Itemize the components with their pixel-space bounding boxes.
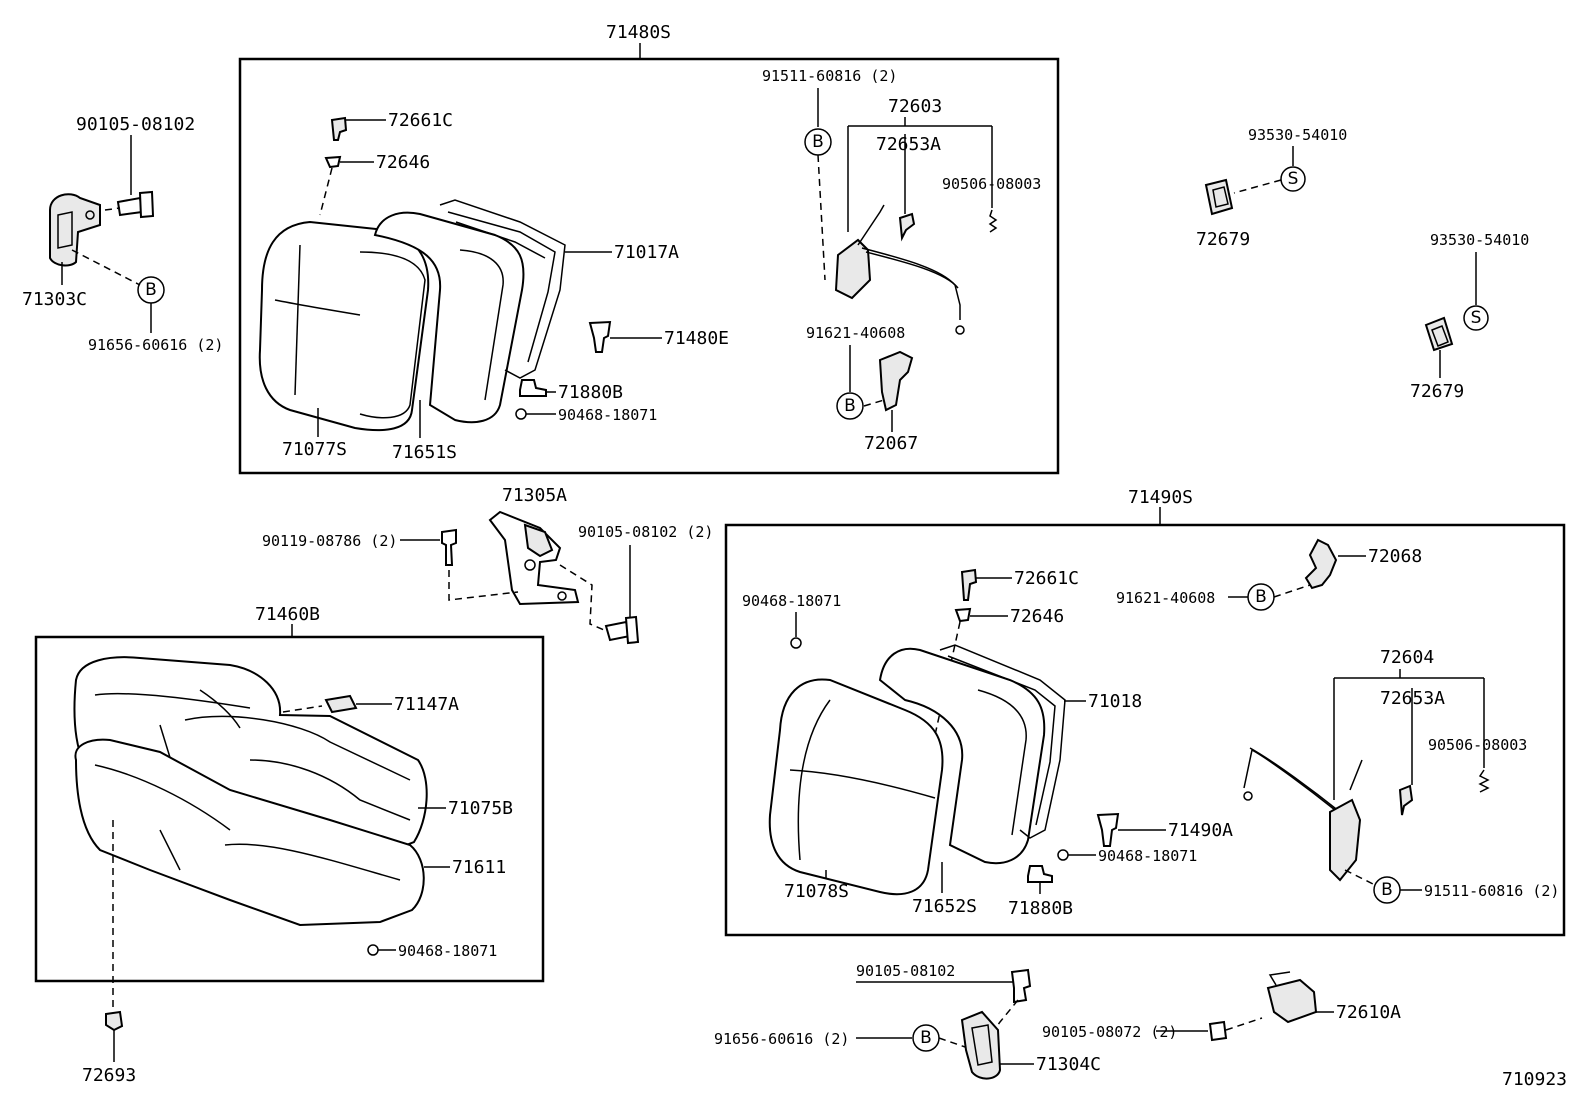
- label-71880B-top: 71880B: [558, 382, 623, 403]
- svg-text:B: B: [1255, 587, 1267, 607]
- label-71651S: 71651S: [392, 442, 457, 463]
- label-93530-54010-b: 93530-54010: [1430, 231, 1529, 249]
- bolt-90119-drawing: [441, 528, 457, 566]
- recliner-72604-drawing: [1243, 747, 1414, 882]
- hinge-cover-71304C-drawing: [960, 1010, 1002, 1080]
- group-box-71490S: [724, 523, 1566, 937]
- label-71480E: 71480E: [664, 328, 729, 349]
- label-72068: 72068: [1368, 546, 1422, 567]
- label-71304C: 71304C: [1036, 1054, 1101, 1075]
- seatback-frame-71018-drawing: [939, 644, 1066, 839]
- label-71611: 71611: [452, 857, 506, 878]
- bracket-72067-drawing: [878, 350, 914, 412]
- label-72693: 72693: [82, 1065, 136, 1086]
- label-90119-08786: 90119-08786 (2): [262, 532, 397, 550]
- seatback-pad-71652S-drawing: [878, 647, 1046, 865]
- label-71078S: 71078S: [784, 881, 849, 902]
- label-72679-b: 72679: [1410, 381, 1464, 402]
- svg-text:B: B: [812, 132, 824, 152]
- label-72679-a: 72679: [1196, 229, 1250, 250]
- label-91621-40608-bottom: 91621-40608: [1116, 589, 1215, 607]
- diagram-id: 710923: [1502, 1069, 1567, 1090]
- label-90468-18071-grp2b: 90468-18071: [1098, 847, 1197, 865]
- svg-text:S: S: [1288, 169, 1299, 189]
- callout-s-b: [1463, 305, 1489, 331]
- group-box-71480S: [238, 57, 1060, 475]
- label-71490A: 71490A: [1168, 820, 1233, 841]
- group-label-71460B: 71460B: [255, 604, 320, 625]
- knob-72679-b-drawing: [1424, 316, 1454, 352]
- svg-text:B: B: [145, 280, 157, 300]
- label-72646-bottom: 72646: [1010, 606, 1064, 627]
- label-72603: 72603: [888, 96, 942, 117]
- label-72604: 72604: [1380, 647, 1434, 668]
- label-72653A-bottom: 72653A: [1380, 688, 1445, 709]
- clip-72693-drawing: [105, 1010, 124, 1032]
- label-91656-60616-top: 91656-60616 (2): [88, 336, 223, 354]
- label-90105-08102-bottom: 90105-08102: [856, 962, 955, 980]
- hinge-71305A-drawing: [488, 510, 580, 606]
- label-90105-08072: 90105-08072 (2): [1042, 1023, 1177, 1041]
- svg-text:S: S: [1471, 308, 1482, 328]
- recliner-72603-drawing: [834, 204, 965, 335]
- bolt-90105-bottom-drawing: [1010, 968, 1032, 1004]
- bracket-72068-drawing: [1304, 538, 1338, 590]
- label-71018: 71018: [1088, 691, 1142, 712]
- label-90506-08003-bottom: 90506-08003: [1428, 736, 1527, 754]
- bolt-90105-08072-drawing: [1208, 1020, 1228, 1042]
- label-71880B-bottom: 71880B: [1008, 898, 1073, 919]
- label-71652S: 71652S: [912, 896, 977, 917]
- seat-cushion-pad-71611-drawing: [74, 738, 425, 927]
- label-72067: 72067: [864, 433, 918, 454]
- label-71017A: 71017A: [614, 242, 679, 263]
- callout-s-a: [1280, 166, 1306, 192]
- label-71075B: 71075B: [448, 798, 513, 819]
- svg-text:B: B: [844, 396, 856, 416]
- label-90468-18071-top: 90468-18071: [558, 406, 657, 424]
- label-72661C-bottom: 72661C: [1014, 568, 1079, 589]
- group-box-71460B: [34, 635, 545, 983]
- label-90468-18071-grp2: 90468-18071: [742, 592, 841, 610]
- label-71303C: 71303C: [22, 289, 87, 310]
- label-90105-08102-mid: 90105-08102 (2): [578, 523, 713, 541]
- group-label-71490S: 71490S: [1128, 487, 1193, 508]
- label-72653A-top: 72653A: [876, 134, 941, 155]
- label-91511-60816-top: 91511-60816 (2): [762, 67, 897, 85]
- callout-b-91621-top: [836, 392, 864, 420]
- label-91656-60616-bottom: 91656-60616 (2): [714, 1030, 849, 1048]
- seatback-cover-71077S-drawing: [258, 220, 430, 432]
- svg-text:B: B: [920, 1028, 932, 1048]
- hook-71147A-drawing: [324, 694, 358, 714]
- label-72610A: 72610A: [1336, 1002, 1401, 1023]
- hinge-cover-71303C-drawing: [49, 190, 155, 267]
- label-72646-top: 72646: [376, 152, 430, 173]
- label-71147A: 71147A: [394, 694, 459, 715]
- seatback-cover-71078S-drawing: [768, 678, 944, 896]
- label-93530-54010-a: 93530-54010: [1248, 126, 1347, 144]
- label-71305A: 71305A: [502, 485, 567, 506]
- group-label-71480S: 71480S: [606, 22, 671, 43]
- label-90506-08003-top: 90506-08003: [942, 175, 1041, 193]
- label-91621-40608-top: 91621-40608: [806, 324, 905, 342]
- seatback-frame-71017A-drawing: [439, 199, 566, 379]
- svg-text:B: B: [1381, 880, 1393, 900]
- label-90105-08102-top: 90105-08102: [76, 114, 195, 135]
- label-71077S: 71077S: [282, 439, 347, 460]
- label-90468-18071-seat: 90468-18071: [398, 942, 497, 960]
- label-91511-60816-bottom: 91511-60816 (2): [1424, 882, 1559, 900]
- lock-72610A-drawing: [1266, 971, 1318, 1024]
- label-72661C-top: 72661C: [388, 110, 453, 131]
- knob-72679-a-drawing: [1204, 178, 1234, 216]
- seatback-pad-71651S-drawing: [373, 211, 525, 424]
